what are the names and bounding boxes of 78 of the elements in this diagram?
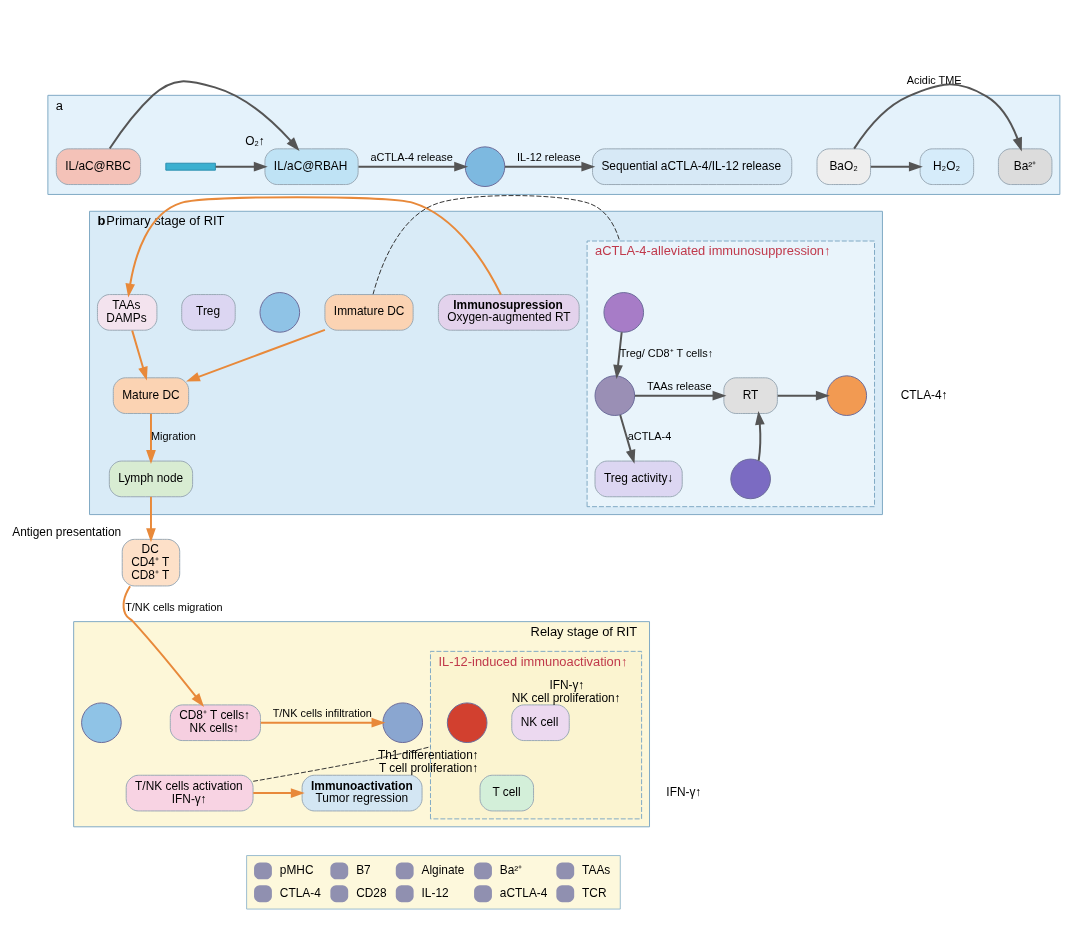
legend-label: pMHC [279, 862, 314, 877]
node-label: IFN-γ↑ [549, 677, 585, 692]
arrow [125, 196, 502, 298]
node-box: TAAs DAMPs [96, 294, 158, 331]
node-box: T cell [479, 774, 535, 812]
legend-label: CTLA-4 [279, 885, 321, 900]
node-box: Ba²⁺ [997, 148, 1053, 186]
arrow [146, 412, 156, 464]
arrow [755, 410, 765, 462]
node-box: Treg activity↓ [594, 460, 683, 498]
node-circle [259, 292, 301, 333]
node-label: O₂↑ [245, 134, 265, 149]
node-box: IL/aC@RBC [55, 148, 142, 186]
legend-label: TCR [582, 885, 607, 900]
node-box: BaO₂ [816, 148, 872, 186]
legend-label: CD28 [356, 885, 387, 900]
node-box: Lymph node [108, 460, 194, 498]
arrow [633, 390, 727, 401]
node-circle [446, 702, 488, 744]
node-label: Th1 differentiation↑ [377, 748, 479, 763]
arrow [108, 80, 300, 151]
arrow [214, 161, 268, 172]
edge-label: T/NK cells infiltration [272, 706, 372, 719]
node-box: CD8⁺ T cells↑ NK cells↑ [169, 704, 261, 742]
arrow [131, 329, 148, 381]
legend-label: TAAs [582, 862, 611, 877]
arrow [619, 414, 636, 464]
connector [372, 195, 621, 295]
node-circle [826, 375, 868, 416]
legend-label: IL-12 [421, 885, 449, 900]
edge-label: Migration [150, 430, 196, 443]
arrow [853, 83, 1022, 152]
arrow [186, 328, 326, 382]
arrow [252, 788, 305, 798]
edge-label: Treg/ CD8⁺ T cells↑ [619, 346, 714, 359]
arrow [259, 717, 386, 728]
edge-label: aCTLA-4 [627, 430, 672, 443]
node-label: T cell proliferation↑ [378, 760, 479, 775]
node-circle [594, 375, 636, 416]
arrow [869, 161, 923, 172]
node-label: NK cell proliferation↑ [511, 690, 621, 705]
node-box: IL/aC@RBAH [264, 148, 359, 186]
arrow [776, 390, 830, 401]
node-circle [603, 292, 645, 333]
legend-label: B7 [356, 862, 371, 877]
node-bar [165, 162, 216, 171]
node-box: Immunosupression Oxygen-augmented RT [437, 294, 580, 331]
edge-label: IL-12 release [516, 150, 581, 163]
node-box: Immature DC [324, 294, 414, 331]
legend-label: aCTLA-4 [499, 885, 548, 900]
node-box: Treg [181, 294, 236, 331]
arrow [613, 331, 623, 379]
label: CTLA-4↑ [900, 387, 948, 402]
node-circle [382, 702, 424, 744]
arrow [122, 585, 205, 708]
node-box: DC CD4⁺ T CD8⁺ T [121, 538, 181, 587]
arrow [503, 161, 596, 172]
edge-label: TAAs release [647, 379, 712, 392]
legend-label: Ba²⁺ [499, 862, 523, 877]
node-circle [730, 458, 771, 500]
edge-label: T/NK cells migration [125, 600, 223, 613]
node-box: RT [723, 377, 778, 414]
node-box: Immunoactivation Tumor regression [301, 774, 423, 812]
connector [252, 746, 431, 782]
legend-label: Alginate [421, 862, 465, 877]
arrow [357, 161, 469, 172]
arrow [146, 495, 156, 543]
node-box: T/NK cells activation IFN-γ↑ [125, 774, 254, 812]
node-box: H₂O₂ [919, 148, 975, 186]
node-box: NK cell [511, 704, 570, 742]
node-circle [464, 146, 506, 187]
node-box: Mature DC [112, 377, 190, 414]
label: IFN-γ↑ [666, 785, 702, 800]
node-box: Sequential aCTLA-4/IL-12 release [592, 148, 793, 186]
node-label: Antigen presentation [12, 525, 122, 539]
node-circle [81, 702, 122, 744]
edge-label: Acidic TME [906, 74, 962, 87]
edge-label: aCTLA-4 release [370, 150, 453, 163]
